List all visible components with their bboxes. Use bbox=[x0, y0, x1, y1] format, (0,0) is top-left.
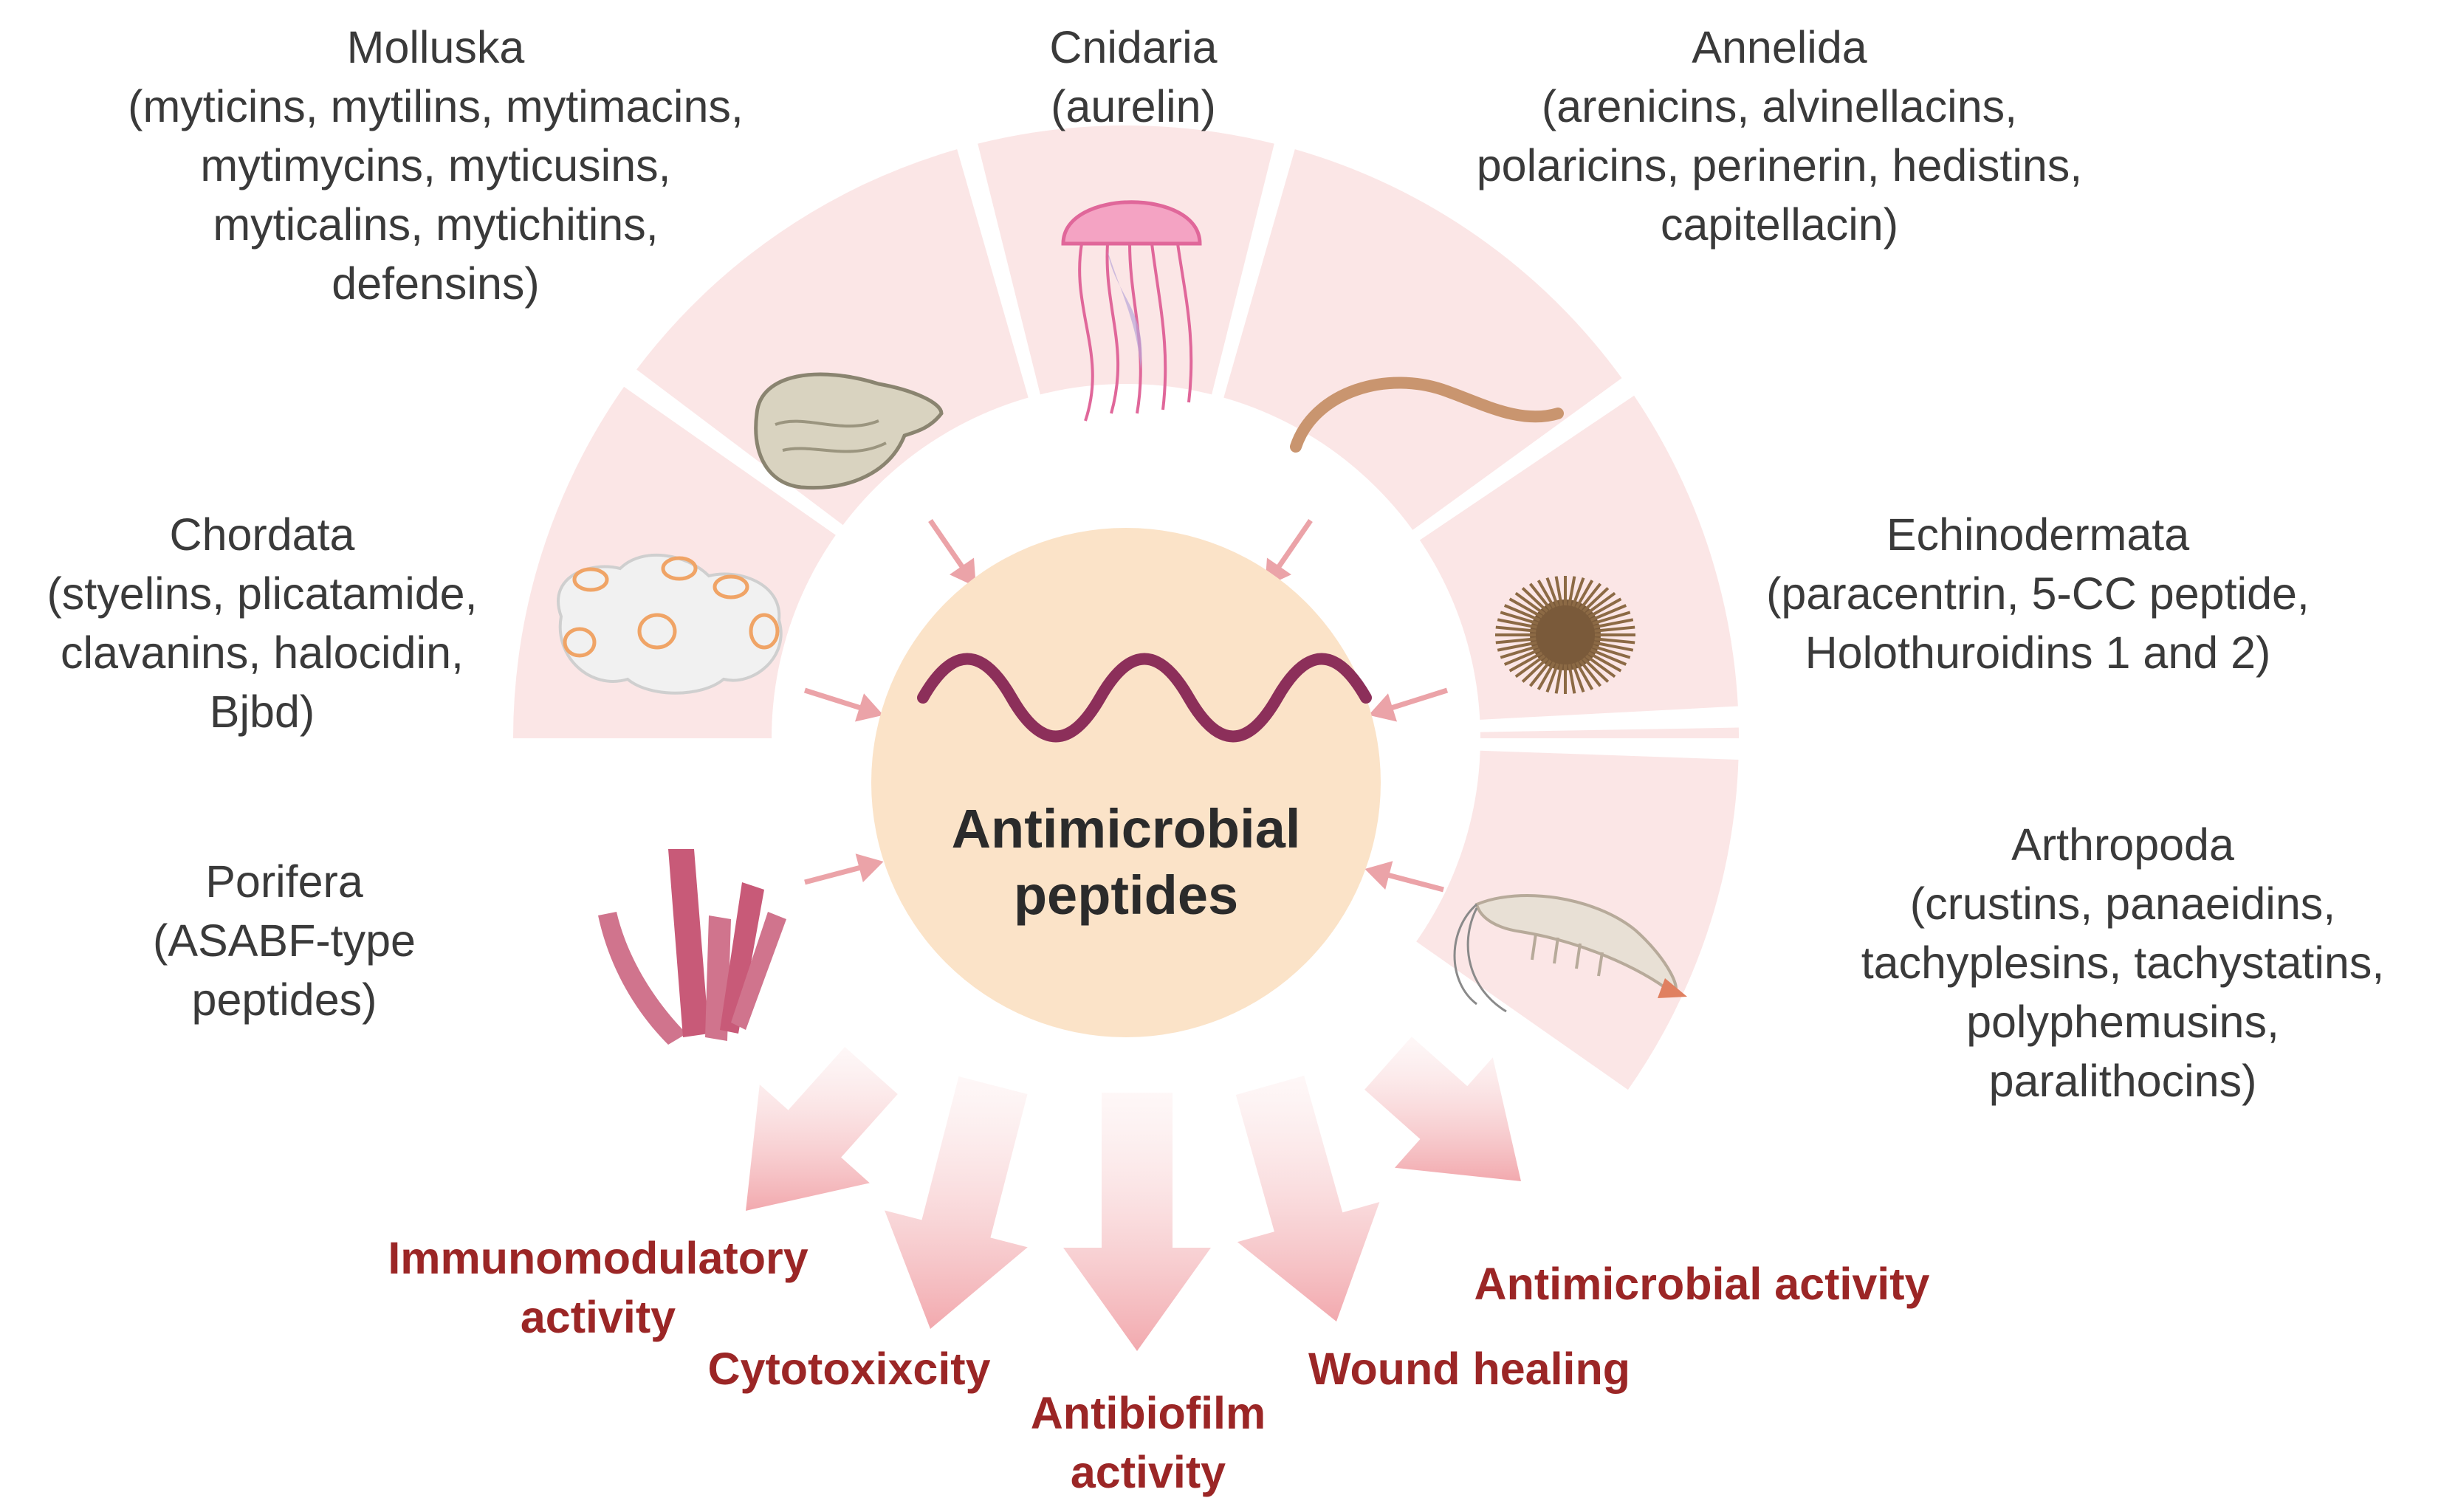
inward-arrowhead bbox=[1368, 693, 1398, 722]
activity-label: activity bbox=[521, 1292, 676, 1342]
phylum-peptides: defensins) bbox=[332, 258, 539, 309]
inward-arrowhead bbox=[950, 557, 976, 587]
phylum-peptides: (paracentrin, 5-CC peptide, bbox=[1766, 568, 2310, 619]
phylum-peptides: myticalins, mytichitins, bbox=[213, 199, 658, 250]
phylum-peptides: mytimycins, myticusins, bbox=[200, 140, 670, 190]
activity-label: Immunomodulatory bbox=[388, 1233, 808, 1283]
activity-label: Cytotoxixcity bbox=[707, 1344, 990, 1394]
ring-segment bbox=[1395, 395, 1738, 721]
phylum-peptides: (myticins, mytilins, mytimacins, bbox=[128, 81, 744, 131]
activity-arrow bbox=[885, 1076, 1028, 1329]
phylum-name: Cnidaria bbox=[1049, 22, 1217, 72]
phylum-peptides: (arenicins, alvinellacins, bbox=[1542, 81, 2017, 131]
activity-label: Antibiofilm bbox=[1031, 1388, 1266, 1438]
activity-arrow bbox=[1235, 1076, 1380, 1322]
phylum-name: Annelida bbox=[1692, 22, 1867, 72]
jellyfish-icon bbox=[1061, 200, 1202, 422]
phylum-peptides: capitellacin) bbox=[1661, 199, 1898, 250]
activity-label: Antimicrobial activity bbox=[1474, 1259, 1930, 1309]
inward-arrows bbox=[803, 519, 1449, 893]
peptide-wave-icon bbox=[917, 653, 1372, 743]
phylum-name: Molluska bbox=[347, 22, 525, 72]
phylum-peptides: Holothuroidins 1 and 2) bbox=[1805, 628, 2271, 678]
phylum-name: Porifera bbox=[205, 856, 363, 907]
inward-arrowhead bbox=[854, 693, 884, 722]
worm-icon bbox=[1290, 377, 1564, 453]
phylum-name: Arthropoda bbox=[2011, 819, 2234, 870]
phylum-peptides: polaricins, perinerin, hedistins, bbox=[1477, 140, 2083, 190]
ring-segment bbox=[978, 126, 1274, 424]
sponge-icon bbox=[598, 849, 786, 1045]
phylum-labels: Molluska (myticins, mytilins, mytimacins,… bbox=[47, 22, 2384, 1106]
activity-label: Wound healing bbox=[1308, 1344, 1630, 1394]
phylum-name: Echinodermata bbox=[1886, 509, 2189, 560]
center-title-line2: peptides bbox=[1014, 865, 1238, 926]
phylum-peptides: (styelins, plicatamide, bbox=[47, 568, 477, 619]
ring-segment bbox=[1450, 727, 1739, 738]
shrimp-icon bbox=[1453, 893, 1687, 1013]
phylum-peptides: Bjbd) bbox=[210, 687, 315, 737]
oyster-icon bbox=[754, 372, 944, 490]
center-title-line1: Antimicrobial bbox=[952, 798, 1301, 859]
activity-arrow bbox=[1364, 1037, 1521, 1181]
phylum-peptides: peptides) bbox=[192, 975, 377, 1025]
activity-label: activity bbox=[1071, 1447, 1226, 1497]
phylum-peptides: (ASABF-type bbox=[153, 915, 416, 966]
sea-urchin-icon bbox=[1495, 576, 1635, 694]
phylum-peptides: (crustins, panaeidins, bbox=[1910, 879, 2335, 929]
phylum-peptides: (aurelin) bbox=[1051, 81, 1216, 131]
phylum-peptides: paralithocins) bbox=[1989, 1056, 2257, 1106]
inward-arrowhead bbox=[855, 853, 884, 882]
center-circle bbox=[871, 528, 1381, 1037]
activity-arrows bbox=[746, 1037, 1521, 1351]
phylum-peptides: polyphemusins, bbox=[1966, 997, 2279, 1047]
phylum-name: Chordata bbox=[170, 509, 355, 560]
activity-labels: ImmunomodulatoryactivityCytotoxixcityAnt… bbox=[388, 1233, 1929, 1497]
inward-arrowhead bbox=[1364, 861, 1393, 890]
activity-arrow bbox=[746, 1046, 898, 1211]
tunicate-icon bbox=[557, 553, 783, 695]
phylum-peptides: clavanins, halocidin, bbox=[61, 628, 464, 678]
phylum-peptides: tachyplesins, tachystatins, bbox=[1861, 938, 2385, 988]
activity-arrow bbox=[1063, 1093, 1211, 1351]
